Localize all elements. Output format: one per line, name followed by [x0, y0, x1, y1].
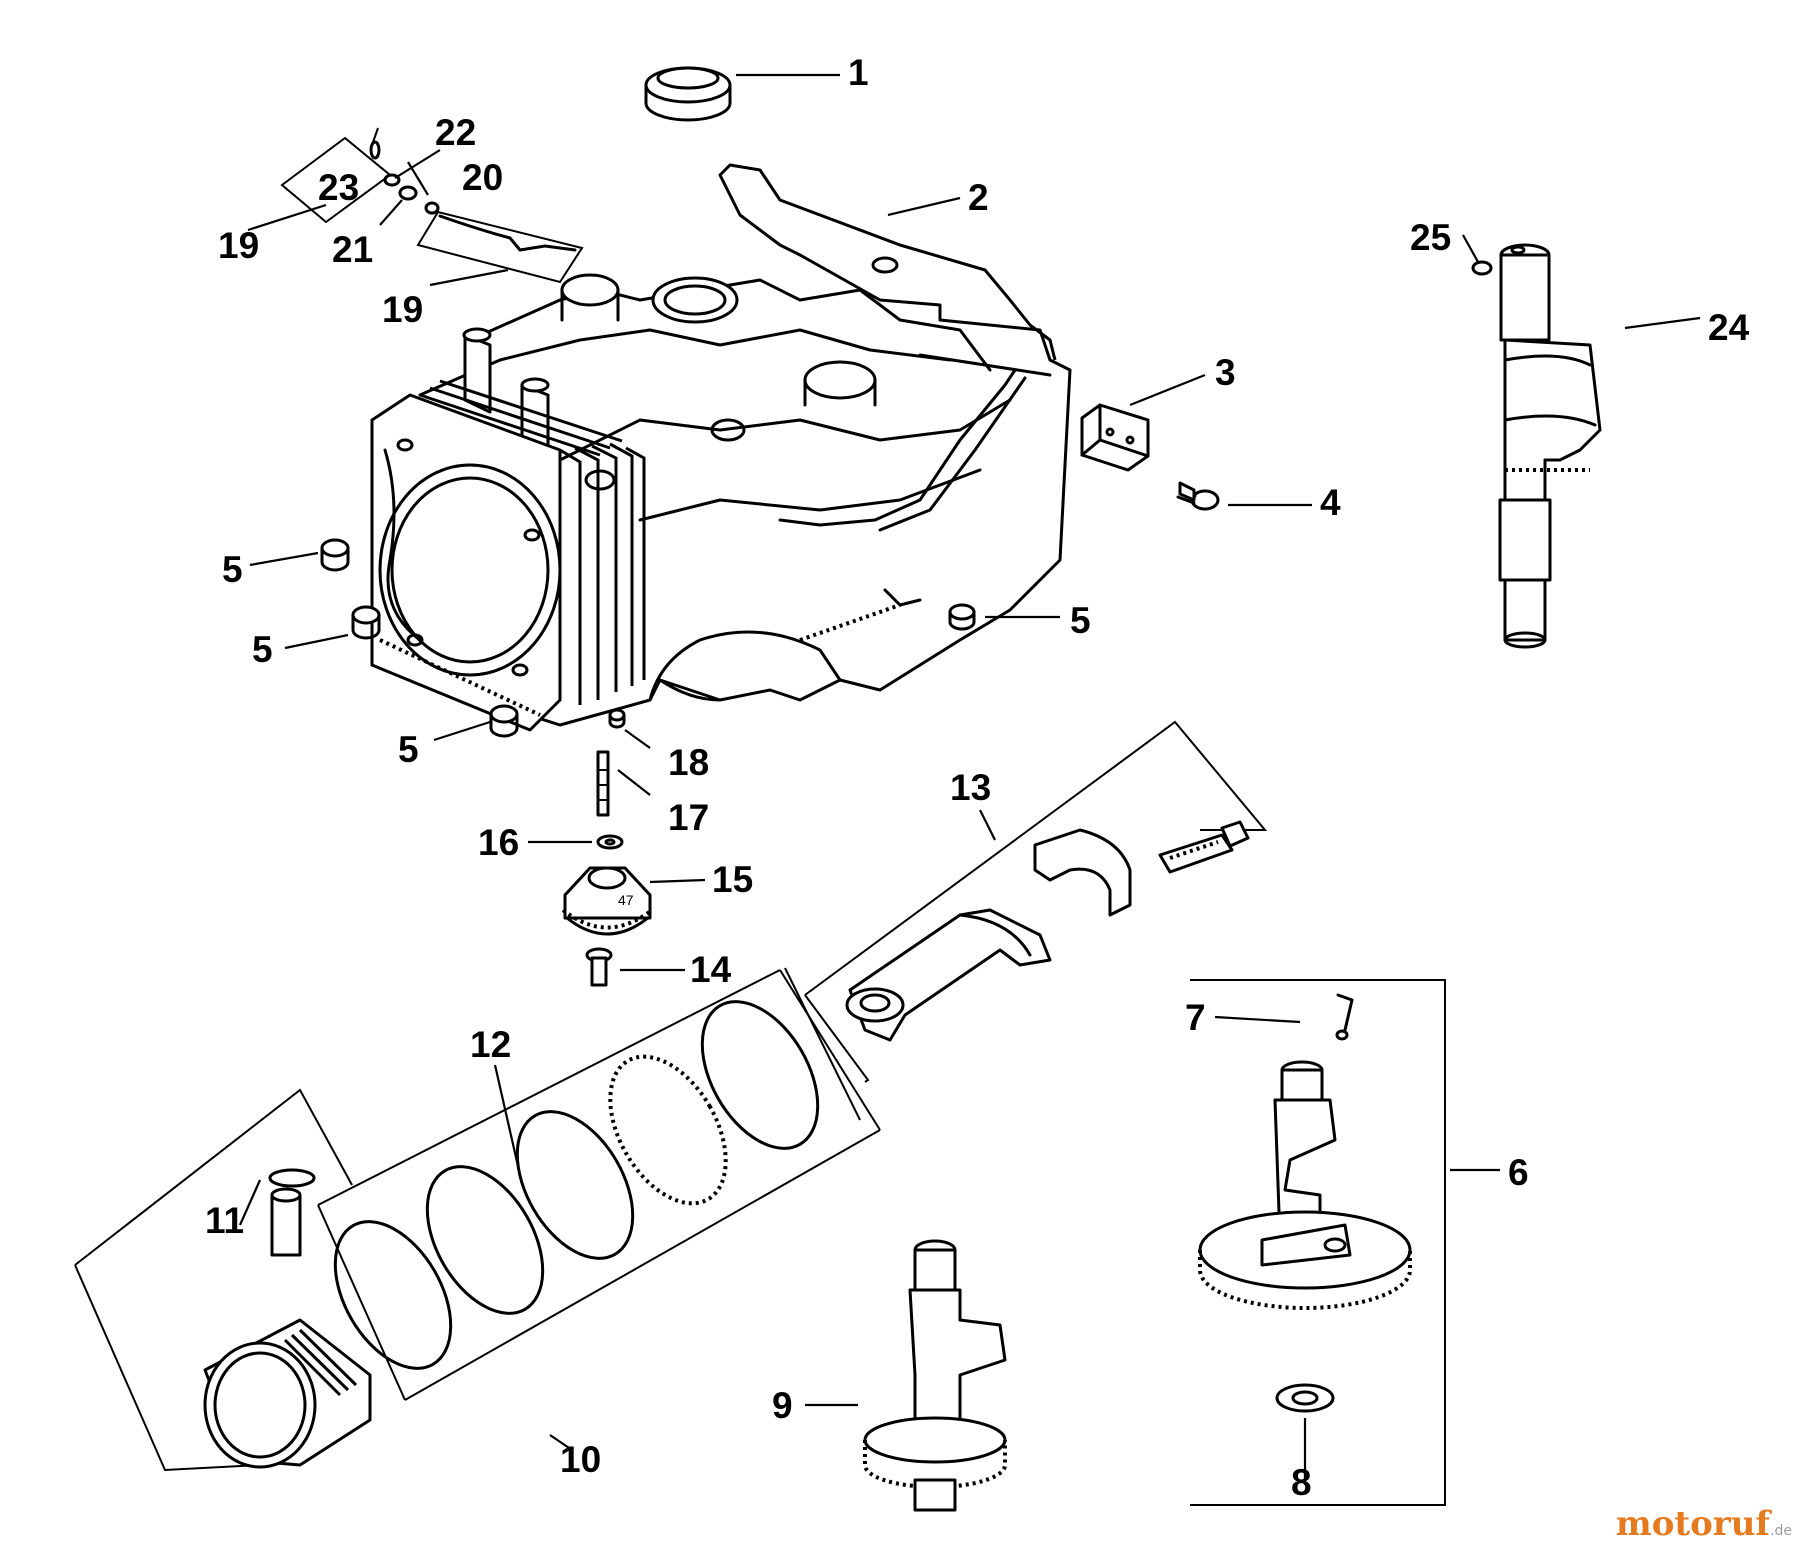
bolt-part: [1176, 481, 1220, 511]
dowel-bushing-parts: [320, 538, 976, 738]
piston-rings-group: [317, 967, 881, 1401]
callout-5d: 5: [1070, 600, 1091, 641]
callout-25: 25: [1410, 217, 1451, 258]
callout-10: 10: [560, 1439, 601, 1480]
bushing-5a: [320, 538, 350, 572]
callout-22: 22: [435, 112, 476, 153]
bushing-5d: [948, 603, 976, 631]
callout-20: 20: [462, 157, 503, 198]
watermark-domain: .de: [1770, 1523, 1792, 1539]
governor-gear-group: 47: [561, 708, 654, 987]
callout-16: 16: [478, 822, 519, 863]
callout-5b: 5: [252, 629, 273, 670]
callout-19a: 19: [218, 225, 259, 266]
callout-5a: 5: [222, 549, 243, 590]
callout-24: 24: [1708, 307, 1750, 348]
oil-seal-part: [644, 66, 732, 122]
crankcase-block-part: [370, 163, 1072, 732]
callout-21: 21: [332, 229, 373, 270]
watermark-brand: motoruf: [1615, 1504, 1771, 1544]
connecting-rod-group: [804, 720, 1268, 1083]
leader-lines: [238, 73, 1701, 1485]
gear-marking-text: 47: [618, 892, 634, 908]
callout-14: 14: [690, 949, 732, 990]
callout-11: 11: [205, 1200, 244, 1241]
watermark-logo: motoruf.de: [1616, 1504, 1792, 1544]
callout-15: 15: [712, 859, 753, 900]
bushing-5b: [351, 605, 381, 640]
callout-23: 23: [318, 167, 359, 208]
camshaft-group: [1190, 979, 1446, 1506]
callout-19b: 19: [382, 289, 423, 330]
crankshaft-large-part: [1471, 243, 1602, 649]
callout-2: 2: [968, 177, 989, 218]
callout-17: 17: [668, 797, 709, 838]
piston-group: [74, 1088, 372, 1472]
callout-6: 6: [1508, 1152, 1529, 1193]
callout-4: 4: [1320, 482, 1341, 523]
callout-8: 8: [1291, 1462, 1312, 1503]
callout-9: 9: [772, 1385, 793, 1426]
callout-12: 12: [470, 1024, 511, 1065]
callout-3: 3: [1215, 352, 1236, 393]
callout-labels: 1 2 3 4 5 5 5 5 6 7 8 9 10 11 12 13 14 1…: [205, 52, 1750, 1503]
callout-18: 18: [668, 742, 709, 783]
crankshaft-small-part: [863, 1239, 1007, 1512]
bushing-5c: [489, 704, 519, 738]
callout-1: 1: [848, 52, 869, 93]
callout-7: 7: [1185, 997, 1206, 1038]
bracket-part: [1080, 403, 1150, 472]
callout-5c: 5: [398, 729, 419, 770]
callout-13: 13: [950, 767, 991, 808]
